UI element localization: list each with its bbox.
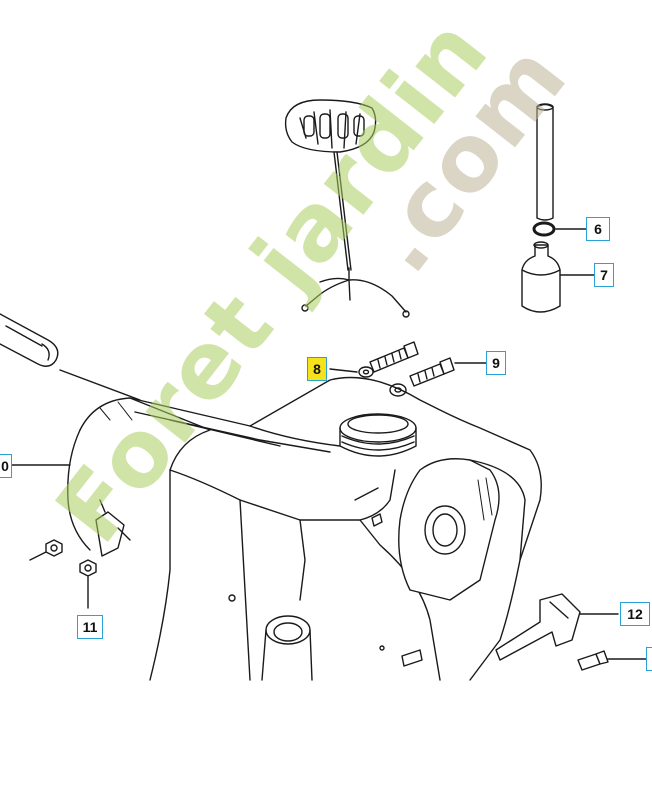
part-12-bracket	[495, 593, 649, 671]
part-7-filter	[521, 241, 595, 313]
part-9-screw-washer	[389, 357, 487, 397]
callout-7[interactable]: 7	[594, 263, 614, 287]
handle-tube	[0, 313, 141, 401]
callout-6[interactable]: 6	[586, 217, 610, 241]
callout-12[interactable]: 12	[620, 602, 650, 626]
part-6-rod-ring	[532, 103, 587, 237]
callout-11[interactable]: 11	[77, 615, 103, 639]
part-11-nuts	[29, 539, 97, 609]
tank-housing	[0, 376, 542, 681]
callout-partial-right[interactable]	[646, 647, 652, 671]
fuel-cap-part	[284, 99, 410, 318]
part-8-screw-washer	[329, 341, 419, 378]
callout-8-highlighted[interactable]: 8	[307, 357, 327, 381]
callout-9[interactable]: 9	[486, 351, 506, 375]
callout-10[interactable]: 0	[0, 454, 12, 478]
